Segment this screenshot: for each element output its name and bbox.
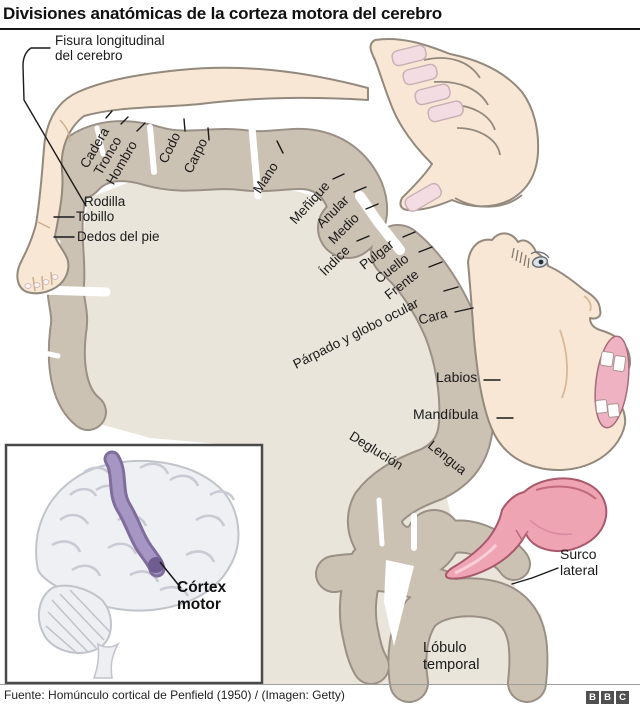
label-surco-lateral: Surco lateral xyxy=(560,546,599,578)
label-dedos-del-pie: Dedos del pie xyxy=(77,229,160,244)
label-fisura-longitudinal: Fisura longitudinal del cerebro xyxy=(55,33,165,63)
pointer-lines xyxy=(22,47,559,585)
toenails xyxy=(24,274,59,289)
brain-illustration xyxy=(35,450,240,679)
label-mandibula: Mandíbula xyxy=(413,406,479,422)
sulcus-wedge xyxy=(384,560,414,646)
label-lobulo-temporal: Lóbulo temporal xyxy=(423,640,480,673)
tongue-detail-lines xyxy=(454,485,597,575)
eyebrow-hatching xyxy=(511,247,530,269)
page-title: Divisiones anatómicas de la corteza moto… xyxy=(3,4,442,23)
surco-pointer xyxy=(511,567,559,585)
bbc-logo-block: C xyxy=(616,691,629,704)
motor-cortex-strip xyxy=(103,450,166,578)
label-rodilla: Rodilla xyxy=(84,194,126,209)
footer-divider xyxy=(0,684,640,685)
label-labios: Labios xyxy=(436,369,478,385)
source-credit: Fuente: Homúnculo cortical de Penfield (… xyxy=(4,688,345,702)
face-crease-lines xyxy=(559,295,592,399)
label-ticks xyxy=(105,110,474,313)
brainstem xyxy=(92,641,120,679)
teeth xyxy=(595,350,627,418)
leg-foot-figure xyxy=(16,66,369,295)
hand-figure xyxy=(369,38,540,212)
fingernails xyxy=(391,44,464,212)
label-cortex-motor: Córtex motor xyxy=(177,579,227,613)
cortex-motor-pointer xyxy=(159,561,182,589)
sulcus-cuts xyxy=(35,124,417,551)
label-tobillo: Tobillo xyxy=(76,209,115,224)
bbc-logo: B B C xyxy=(586,691,629,704)
title-underline xyxy=(0,28,640,30)
tongue-figure xyxy=(444,477,608,580)
leg-crease-lines xyxy=(32,119,71,292)
inset-box xyxy=(4,443,264,685)
bbc-logo-block: B xyxy=(586,691,599,704)
bbc-logo-block: B xyxy=(601,691,614,704)
fisura-pointer xyxy=(22,47,87,207)
face-figure xyxy=(467,232,631,471)
eye xyxy=(530,251,550,268)
